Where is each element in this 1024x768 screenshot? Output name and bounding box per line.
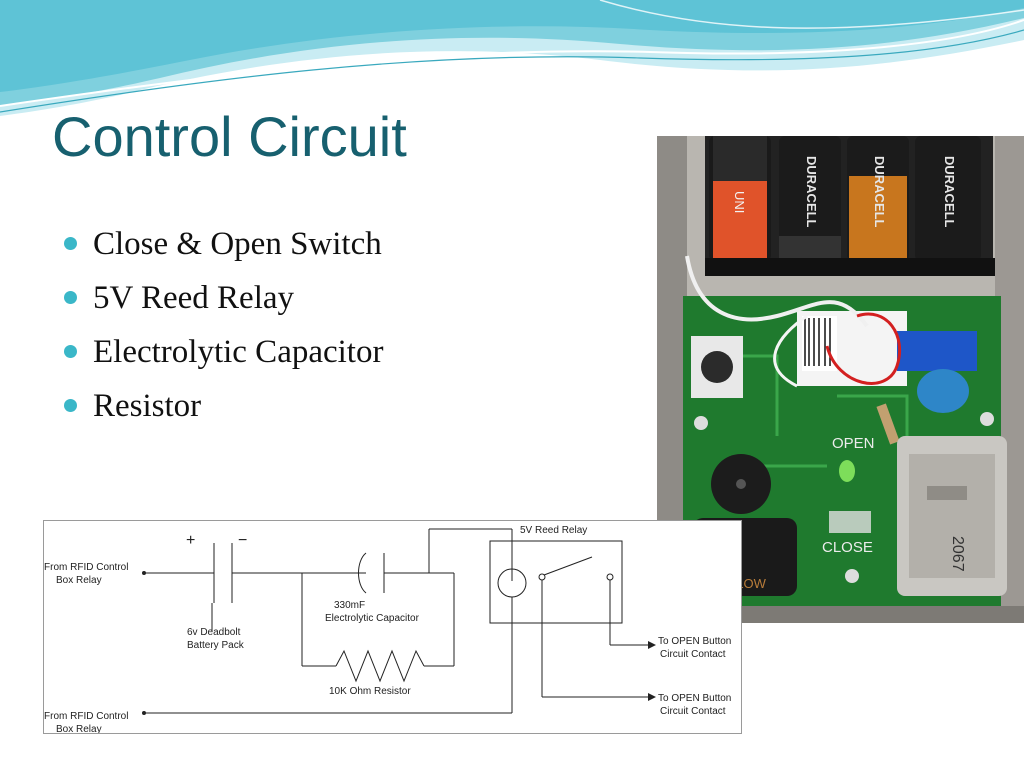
capacitor-value-label: 330mF (334, 600, 365, 611)
capacitor-label: Electrolytic Capacitor (325, 613, 420, 624)
rfid-label-1-line1: From RFID Control (44, 562, 128, 573)
open-contact-label-2-line1: To OPEN Button (658, 693, 731, 704)
bullet-text: Electrolytic Capacitor (93, 334, 384, 370)
schematic-diagram: From RFID Control Box Relay From RFID Co… (43, 520, 742, 735)
slide-title: Control Circuit (52, 105, 407, 168)
open-contact-label-1-line2: Circuit Contact (660, 649, 726, 660)
bullet-item: Resistor (64, 384, 383, 438)
circuit-photo: UNI DURACELL DURACELL DURACELL (657, 136, 1024, 623)
battery-brand-1: UNI (732, 191, 747, 213)
bullet-item: Close & Open Switch (64, 222, 383, 276)
bullet-item: Electrolytic Capacitor (64, 330, 383, 384)
bullet-icon (64, 237, 77, 250)
rfid-label-1-line2: Box Relay (56, 575, 102, 586)
rfid-label-2-line1: From RFID Control (44, 711, 128, 722)
rfid-label-2-line2: Box Relay (56, 724, 102, 733)
open-contact-label-2-line2: Circuit Contact (660, 706, 726, 717)
board-close-label: CLOSE (822, 539, 873, 556)
battery-brand-2: DURACELL (804, 156, 819, 228)
header-wave-decoration (0, 0, 1024, 116)
battery-minus-label: − (238, 532, 247, 549)
battery-brand-3: DURACELL (872, 156, 887, 228)
battery-brand-4: DURACELL (942, 156, 957, 228)
battery-label-line2: Battery Pack (187, 640, 245, 651)
bullet-text: Close & Open Switch (93, 226, 382, 262)
board-open-label: OPEN (832, 435, 875, 452)
bullet-icon (64, 291, 77, 304)
motor-label: 2067 (949, 536, 966, 572)
bullet-icon (64, 345, 77, 358)
battery-plus-label: + (186, 532, 195, 549)
resistor-label: 10K Ohm Resistor (329, 686, 411, 697)
relay-label: 5V Reed Relay (520, 525, 587, 536)
battery-pack-icon: UNI DURACELL DURACELL DURACELL (705, 136, 995, 276)
bullet-icon (64, 399, 77, 412)
bullet-item: 5V Reed Relay (64, 276, 383, 330)
battery-label-line1: 6v Deadbolt (187, 627, 241, 638)
bullet-text: 5V Reed Relay (93, 280, 295, 316)
bullet-text: Resistor (93, 388, 202, 424)
open-contact-label-1-line1: To OPEN Button (658, 636, 731, 647)
bullet-list: Close & Open Switch 5V Reed Relay Electr… (64, 222, 383, 438)
